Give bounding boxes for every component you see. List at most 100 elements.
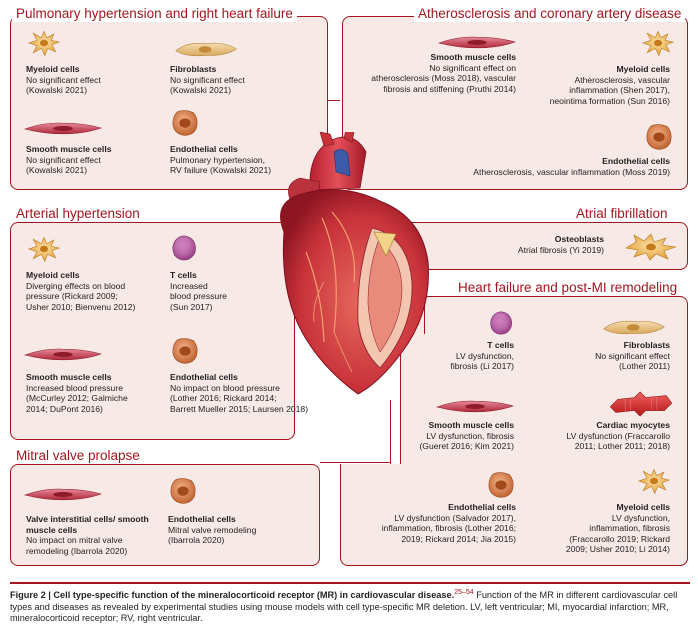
endothelial-cell-icon bbox=[644, 122, 674, 152]
figure-caption: Figure 2 | Cell type-specific function o… bbox=[10, 587, 690, 625]
heart-failure-smooth-muscle-cells: Smooth muscle cells LV dysfunction, fibr… bbox=[400, 420, 514, 452]
heart-failure-title: Heart failure and post-MI remodeling bbox=[454, 280, 682, 296]
cell-effect: Atrial fibrosis (Yi 2019) bbox=[517, 244, 604, 255]
cell-effect: Increased blood pressure bbox=[26, 382, 123, 393]
cell-name: Myeloid cells bbox=[616, 64, 671, 74]
cell-effect: Usher 2010; Bienvenu 2012) bbox=[26, 301, 136, 312]
atherosclerosis-smooth-muscle-cells: Smooth muscle cells No significant effec… bbox=[342, 52, 516, 94]
arterial-endothelial-cells: Endothelial cells No impact on blood pre… bbox=[170, 372, 330, 414]
cell-effect: 2014; DuPont 2016) bbox=[26, 403, 103, 414]
pulmonary-hypertension-panel bbox=[10, 16, 328, 190]
cell-reference: 2019; Rickard 2014; Jia 2015) bbox=[401, 533, 516, 544]
cell-effect: Atherosclerosis, vascular bbox=[574, 74, 670, 85]
atherosclerosis-myeloid-cells: Myeloid cells Atherosclerosis, vascular … bbox=[520, 64, 670, 106]
cell-reference: (Fraccarollo 2019; Rickard bbox=[569, 533, 670, 544]
cell-effect: LV dysfunction, bbox=[611, 512, 670, 523]
cell-effect: Pulmonary hypertension, bbox=[170, 154, 266, 165]
cell-name: Fibroblasts bbox=[623, 340, 670, 350]
cell-name: Fibroblasts bbox=[170, 64, 217, 74]
cell-effect: blood pressure bbox=[170, 291, 227, 302]
cell-effect: No impact on blood pressure bbox=[170, 382, 280, 393]
cell-effect: No impact on mitral valve bbox=[26, 535, 123, 546]
cell-reference: remodeling (Ibarrola 2020) bbox=[26, 545, 128, 556]
cell-effect: Atherosclerosis, vascular inflammation (… bbox=[473, 166, 670, 177]
mitral-valve-interstitial-cells: Valve interstitial cells/ smooth muscle … bbox=[26, 514, 166, 556]
cell-effect: LV dysfunction (Fraccarollo bbox=[566, 430, 671, 441]
t-cell-icon bbox=[170, 234, 198, 262]
caption-text: Function of the MR in different cardiova… bbox=[10, 590, 678, 624]
cell-reference: (Ibarrola 2020) bbox=[168, 535, 225, 546]
arterial-t-cells: T cells Increased blood pressure (Sun 20… bbox=[170, 270, 270, 312]
endothelial-cell-icon bbox=[486, 470, 516, 500]
cell-effect: No significant effect bbox=[26, 74, 101, 85]
cell-reference: (Kowalski 2021) bbox=[26, 165, 88, 176]
myeloid-cell-icon bbox=[636, 466, 672, 496]
myeloid-cell-icon bbox=[26, 234, 62, 264]
arterial-myeloid-cells: Myeloid cells Diverging effects on blood… bbox=[26, 270, 166, 312]
cardiac-myocyte-icon bbox=[608, 390, 674, 418]
smooth-muscle-cell-icon bbox=[24, 346, 102, 362]
cell-reference: 2009; Usher 2010; Li 2014) bbox=[565, 544, 670, 555]
arterial-hypertension-title: Arterial hypertension bbox=[12, 206, 144, 222]
cell-reference: 2011; Lother 2011; 2018) bbox=[574, 441, 670, 452]
cell-name: Myeloid cells bbox=[26, 270, 80, 280]
heart-illustration bbox=[280, 132, 429, 395]
cell-name: T cells bbox=[170, 270, 197, 280]
caption-label: Figure 2 | Cell type-specific function o… bbox=[10, 590, 455, 601]
arterial-hypertension-panel bbox=[10, 222, 295, 440]
cell-effect: No significant effect on bbox=[429, 62, 516, 73]
cell-reference: RV failure (Kowalski 2021) bbox=[170, 165, 272, 176]
cell-name: Smooth muscle cells bbox=[428, 420, 515, 430]
cell-reference: (Sun 2017) bbox=[170, 301, 213, 312]
atherosclerosis-endothelial-cells: Endothelial cells Atherosclerosis, vascu… bbox=[420, 156, 670, 177]
mitral-valve-panel bbox=[10, 464, 320, 566]
endothelial-cell-icon bbox=[170, 336, 200, 366]
cell-name: Endothelial cells bbox=[170, 372, 238, 382]
cell-reference: (Kowalski 2021) bbox=[26, 85, 88, 96]
cell-name: Endothelial cells bbox=[602, 156, 670, 166]
cell-name: Osteoblasts bbox=[554, 234, 604, 244]
cell-effect: fibrosis and stiffening (Pruthi 2014) bbox=[383, 83, 516, 94]
pulmonary-myeloid-cells: Myeloid cells No significant effect (Kow… bbox=[26, 64, 156, 96]
cell-effect: Increased bbox=[170, 280, 208, 291]
cell-name: Myeloid cells bbox=[26, 64, 80, 74]
cell-name: Smooth muscle cells bbox=[430, 52, 517, 62]
cell-effect: pressure (Rickard 2009; bbox=[26, 291, 118, 302]
connector-line bbox=[424, 300, 425, 334]
osteoblast-icon bbox=[625, 233, 677, 261]
cell-name: Endothelial cells bbox=[448, 502, 516, 512]
cell-effect: Mitral valve remodeling bbox=[168, 524, 257, 535]
myeloid-cell-icon bbox=[640, 28, 676, 58]
heart-failure-fibroblasts: Fibroblasts No significant effect (Lothe… bbox=[540, 340, 670, 372]
cell-effect: inflammation, fibrosis (Lother 2016; bbox=[381, 523, 516, 534]
cell-effect: No significant effect bbox=[170, 74, 245, 85]
cell-reference: (Gueret 2016; Kim 2021) bbox=[419, 441, 514, 452]
t-cell-icon bbox=[488, 310, 514, 336]
fibroblast-icon bbox=[170, 38, 242, 60]
cell-effect: LV dysfunction, bbox=[455, 350, 514, 361]
cell-reference: (Kowalski 2021) bbox=[170, 85, 232, 96]
cell-effect: inflammation (Shen 2017), bbox=[569, 85, 670, 96]
endothelial-cell-icon bbox=[168, 476, 198, 506]
cell-effect: (McCurley 2012; Galmiche bbox=[26, 393, 128, 404]
atrial-fibrillation-title: Atrial fibrillation bbox=[572, 206, 672, 222]
smooth-muscle-cell-icon bbox=[438, 34, 516, 50]
connector-line bbox=[320, 462, 390, 463]
cell-effect: neointima formation (Sun 2016) bbox=[549, 95, 670, 106]
cell-name: Endothelial cells bbox=[168, 514, 236, 524]
cell-effect: Barrett Mueller 2015; Laursen 2018) bbox=[170, 403, 309, 414]
cell-name: Smooth muscle cells bbox=[26, 144, 112, 154]
cell-effect: LV dysfunction (Salvador 2017), bbox=[394, 512, 516, 523]
heart-failure-cardiac-myocytes: Cardiac myocytes LV dysfunction (Fraccar… bbox=[530, 420, 671, 452]
caption-references: 25–54 bbox=[454, 589, 474, 596]
caption-divider bbox=[10, 582, 690, 584]
cell-name: Valve interstitial cells/ smooth muscle … bbox=[26, 514, 149, 535]
pulmonary-endothelial-cells: Endothelial cells Pulmonary hypertension… bbox=[170, 144, 310, 176]
connector-line bbox=[390, 462, 391, 464]
pulmonary-hypertension-title: Pulmonary hypertension and right heart f… bbox=[12, 6, 297, 22]
atrial-osteoblasts: Osteoblasts Atrial fibrosis (Yi 2019) bbox=[420, 234, 604, 255]
cell-effect: No significant effect bbox=[26, 154, 101, 165]
heart-failure-t-cells: T cells LV dysfunction, fibrosis (Li 201… bbox=[420, 340, 514, 372]
cell-effect: No significant effect bbox=[595, 350, 670, 361]
cell-effect: Diverging effects on blood bbox=[26, 280, 126, 291]
